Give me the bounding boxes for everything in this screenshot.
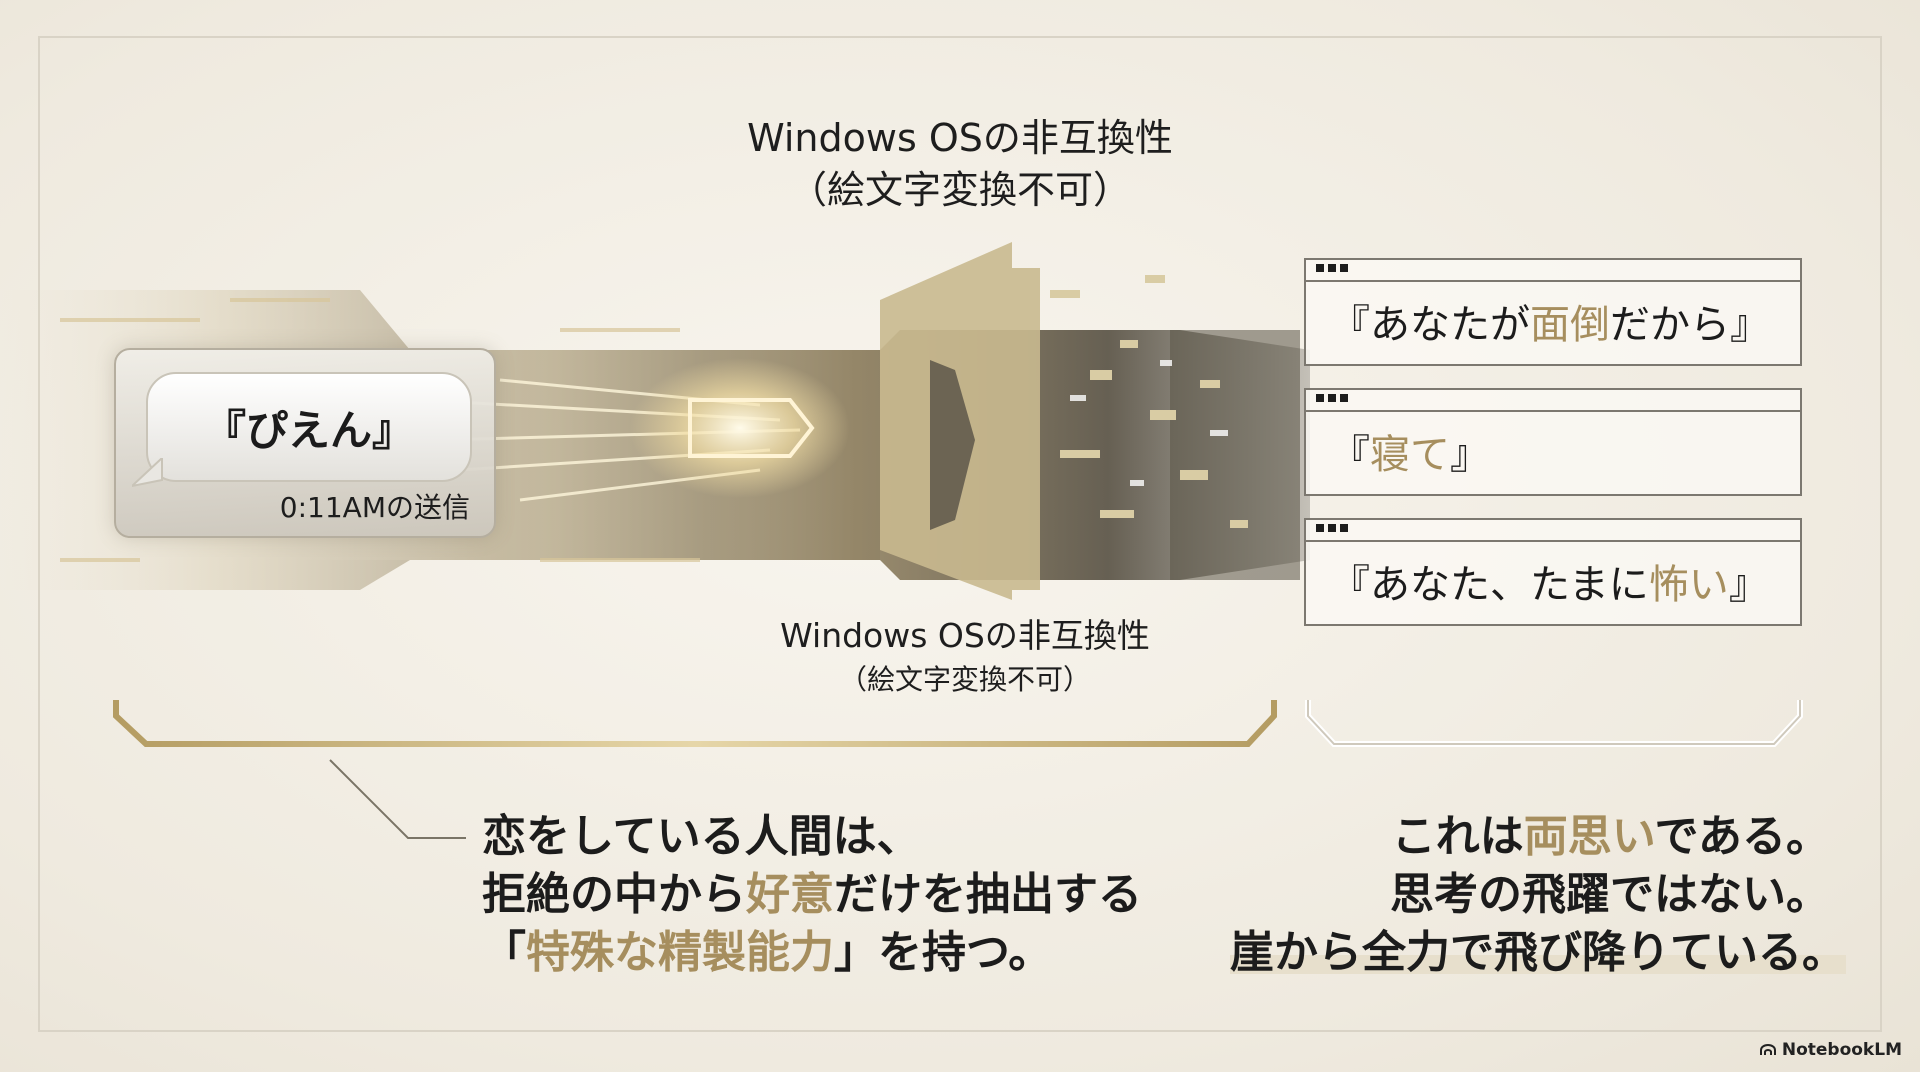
statement-highlight: 両思い [1523,811,1655,862]
speech-tail-icon [132,458,163,488]
left-statement: 恋をしている人間は、 拒絶の中から好意だけを抽出する 「特殊な精製能力」を持つ。 [482,808,1142,982]
received-message-text: 『寝て』 [1330,422,1490,480]
message-highlight: 寝て [1370,432,1450,478]
message-text-before: 『あなたが [1330,302,1530,348]
message-text-before: 『あなた、たまに [1330,562,1649,608]
heading-top-subtitle: （絵文字変換不可） [788,168,1131,212]
right-statement-line: 崖から全力で飛び降りている。 [1230,924,1846,982]
heading-bottom-subtitle: （絵文字変換不可） [838,663,1091,696]
message-highlight: 面倒 [1530,302,1610,348]
window-titlebar [1306,260,1800,282]
window-titlebar [1306,390,1800,412]
notebooklm-logo-icon [1759,1044,1776,1055]
right-statement: これは両思いである。 思考の飛躍ではない。 崖から全力で飛び降りている。 [1230,808,1846,982]
heading-bottom: Windows OSの非互換性 （絵文字変換不可） [730,614,1200,702]
statement-text: 拒絶の中から [482,869,746,920]
sent-message-text: 『ぴえん』 [203,405,414,455]
brand-name: NotebookLM [1781,1040,1902,1060]
message-text-before: 『 [1330,432,1370,478]
heading-top: Windows OSの非互換性 （絵文字変換不可） [700,112,1220,216]
received-message-text: 『あなたが面倒だから』 [1330,292,1770,350]
brand-watermark: NotebookLM [1759,1040,1902,1060]
statement-text: だけを抽出する [834,869,1142,920]
statement-text: である。 [1654,811,1830,862]
received-message-window: 『寝て』 [1304,388,1802,496]
window-dots-icon [1316,524,1348,532]
window-dots-icon [1316,394,1348,402]
message-text-after: 』 [1450,432,1490,478]
left-statement-line: 拒絶の中から好意だけを抽出する [482,866,1142,924]
received-message-text: 『あなた、たまに怖い』 [1330,552,1769,610]
left-statement-line: 恋をしている人間は、 [482,811,921,862]
message-highlight: 怖い [1648,562,1729,608]
statement-emphasis: 崖から全力で飛び降りている。 [1230,927,1846,978]
received-message-window: 『あなた、たまに怖い』 [1304,518,1802,626]
statement-highlight: 特殊な精製能力 [526,927,834,978]
sent-message-time: 0:11AMの送信 [279,491,470,524]
window-titlebar [1306,520,1800,542]
heading-top-title: Windows OSの非互換性 [747,116,1173,160]
right-statement-line: 思考の飛躍ではない。 [1390,869,1830,920]
statement-text: 「 [482,927,526,978]
heading-bottom-title: Windows OSの非互換性 [780,616,1150,655]
right-statement-line: これは両思いである。 [1230,808,1830,866]
statement-highlight: 好意 [746,869,834,920]
window-dots-icon [1316,264,1348,272]
statement-text: これは [1391,811,1524,862]
message-text-after: 』 [1728,562,1769,608]
message-text-after: だから』 [1610,302,1770,348]
received-message-window: 『あなたが面倒だから』 [1304,258,1802,366]
left-statement-line: 「特殊な精製能力」を持つ。 [482,924,1142,982]
sent-message-bubble: 『ぴえん』 [146,372,472,482]
statement-text: 」を持つ。 [834,927,1053,978]
